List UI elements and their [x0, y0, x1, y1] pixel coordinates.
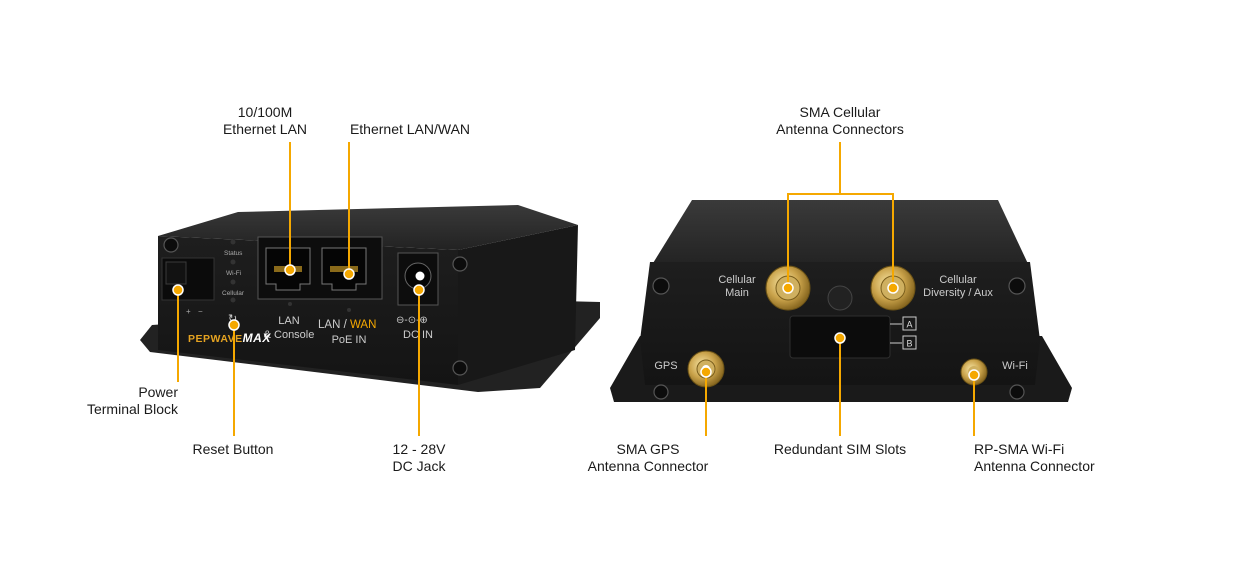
screw-icon [452, 256, 468, 272]
callout-reset-button: Reset Button [192, 441, 274, 457]
terminal-plus-label: + [186, 307, 191, 316]
wifi-label: Wi-Fi [1002, 360, 1028, 372]
rear-device: Cellular Main Cellular Diversity / Aux A… [610, 200, 1072, 402]
terminal-minus-label: − [198, 307, 203, 316]
cellular-diversity-sublabel: Diversity / Aux [923, 287, 993, 299]
led-cellular-label: Cellular [222, 290, 245, 297]
callout-sim-slots: Redundant SIM Slots [773, 441, 907, 457]
leader-cellular-main [787, 142, 841, 284]
leader-dots [172, 264, 980, 381]
screw-icon [653, 384, 669, 400]
status-led [230, 239, 236, 245]
screw-icon [1009, 384, 1025, 400]
port-lan-label: LAN [278, 315, 299, 327]
dc-polarity-icon: ⊖-⊙-⊕ [396, 315, 428, 326]
callout-ethernet-lan-wan: Ethernet LAN/WAN [349, 121, 471, 137]
port-poe-label: PoE IN [332, 334, 367, 346]
rear-top-cover [650, 200, 1030, 268]
port-wan-label: LAN / WAN [318, 319, 376, 331]
sim-a-label: A [906, 320, 912, 330]
front-device: + − Status Wi-Fi Cellular ↻ LAN & Consol… [140, 205, 600, 392]
dc-jack-pin [415, 271, 425, 281]
sim-b-label: B [906, 339, 912, 349]
ethernet-port-wan [321, 247, 367, 291]
cellular-led [230, 279, 236, 285]
leader-cellular-diversity [840, 193, 894, 284]
callout-power-terminal: Power Terminal Block [86, 384, 178, 417]
screw-icon [452, 360, 468, 376]
led-wifi-label: Wi-Fi [226, 270, 241, 277]
reset-icon: ↻ [228, 313, 237, 325]
gps-label: GPS [654, 360, 677, 372]
screw-icon [1008, 277, 1026, 295]
leader-lines [177, 142, 975, 436]
callout-dc-jack: 12 - 28V DC Jack [392, 441, 446, 474]
led-status-label: Status [224, 250, 243, 257]
wifi-led [230, 259, 236, 265]
callout-rp-sma-wifi: RP-SMA Wi-Fi Antenna Connector [974, 441, 1095, 474]
screw-icon [163, 237, 179, 253]
front-right-side [458, 225, 578, 385]
brand-logo: PEPWAVEMAX [188, 331, 271, 345]
cellular-main-sublabel: Main [725, 287, 749, 299]
callout-sma-cellular: SMA Cellular Antenna Connectors [776, 104, 904, 137]
cellular-diversity-label: Cellular [939, 274, 977, 286]
screw-icon [652, 277, 670, 295]
port-console-label: & Console [264, 329, 315, 341]
callout-ethernet-lan: 10/100M Ethernet LAN [222, 104, 308, 137]
cellular-main-label: Cellular [718, 274, 756, 286]
callout-sma-gps: SMA GPS Antenna Connector [587, 441, 709, 474]
